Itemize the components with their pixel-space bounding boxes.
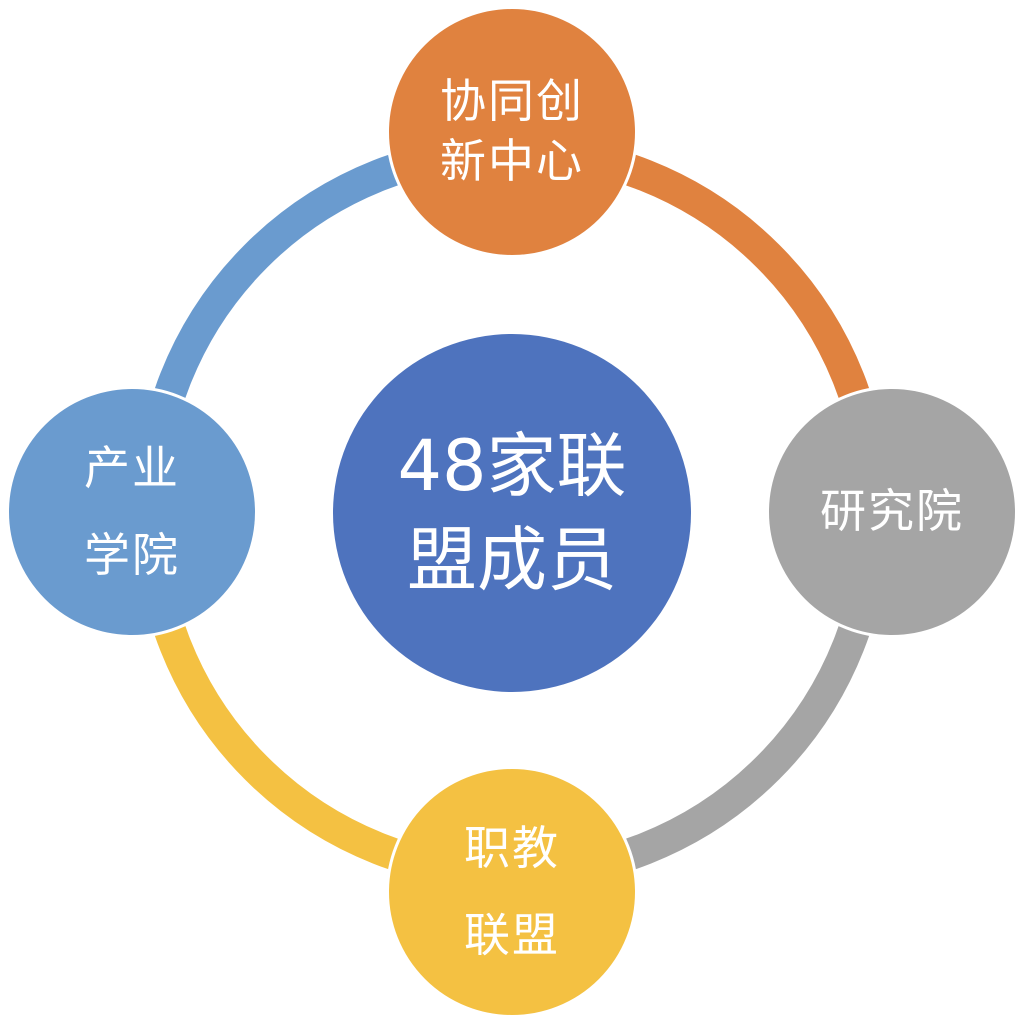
node-right-line1: 研究院 [820, 484, 964, 539]
node-top-line2: 新中心 [440, 134, 584, 188]
node-left-line1: 产业 [84, 440, 180, 495]
node-left: 产业 学院 [6, 386, 258, 638]
node-bottom: 职教 联盟 [386, 766, 638, 1018]
node-top: 协同创 新中心 [386, 6, 638, 258]
node-top-line1: 协同创 [440, 74, 584, 129]
node-bottom-line2: 联盟 [464, 908, 560, 962]
node-bottom-line1: 职教 [464, 820, 560, 875]
center-line2: 盟成员 [407, 519, 617, 601]
center-node: 48家联 盟成员 [333, 334, 691, 692]
center-line1: 48家联 [397, 424, 627, 507]
node-right: 研究院 [766, 386, 1018, 638]
node-left-line2: 学院 [84, 528, 180, 582]
